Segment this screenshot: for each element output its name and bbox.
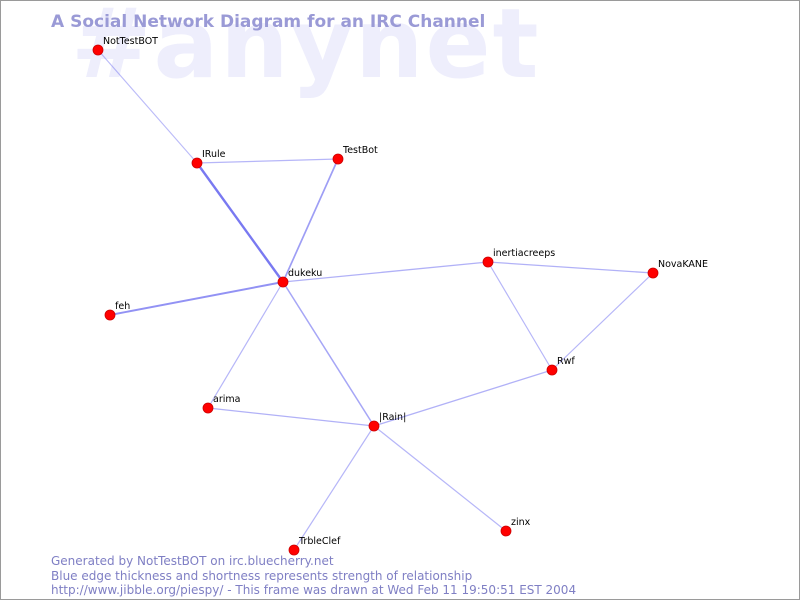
node-NovaKANE: NovaKANE (647, 259, 708, 279)
node-dot (92, 44, 104, 56)
node-label: TestBot (342, 145, 378, 156)
footer-url-line: http://www.jibble.org/piespy/ - This fra… (51, 583, 577, 597)
node-label: Rwf (557, 356, 575, 367)
edge-inertiacreeps-NovaKANE (487, 261, 654, 274)
node-label: arima (213, 394, 240, 405)
footer-legend-line: Blue edge thickness and shortness repres… (51, 568, 473, 583)
edge-arima-Rain (207, 407, 375, 427)
node-label: TrbleClef (298, 536, 341, 547)
node-inertiacreeps: inertiacreeps (482, 248, 555, 268)
edge-Rain-zinx (373, 425, 507, 532)
node-arima: arima (202, 394, 240, 414)
edge-IRule-TestBot (196, 158, 339, 164)
node-dot (277, 276, 289, 288)
footer: Generated by NotTestBOT on irc.bluecherr… (51, 554, 576, 598)
edge-Rain-TrbleClef (293, 425, 375, 551)
node-dot (647, 267, 659, 279)
node-label: IRule (202, 149, 226, 160)
edge-Rwf-Rain (373, 369, 553, 427)
node-label: inertiacreeps (493, 248, 555, 259)
node-label: NotTestBOT (103, 36, 158, 47)
edge-dukeku-Rain (282, 281, 375, 427)
channel-watermark: #anynet (71, 0, 541, 100)
node-zinx: zinx (500, 517, 531, 537)
node-label: zinx (511, 517, 531, 528)
node-dot (104, 309, 116, 321)
edge-layer (97, 49, 654, 551)
edge-IRule-dukeku (196, 162, 284, 283)
edge-inertiacreeps-Rwf (487, 261, 553, 371)
node-TestBot: TestBot (332, 145, 378, 165)
node-layer: NotTestBOT IRule TestBot dukeku feh inertiacr… (92, 36, 708, 556)
node-Rain: |Rain| (368, 412, 406, 432)
footer-generated-line: Generated by NotTestBOT on irc.bluecherr… (51, 554, 334, 568)
node-Rwf: Rwf (546, 356, 575, 376)
node-dukeku: dukeku (277, 268, 322, 288)
node-dot (546, 364, 558, 376)
node-dot (288, 544, 300, 556)
node-label: |Rain| (379, 412, 406, 423)
node-IRule: IRule (191, 149, 226, 169)
edge-dukeku-feh (109, 281, 284, 316)
node-feh: feh (104, 301, 130, 321)
node-dot (500, 525, 512, 537)
edge-NotTestBOT-IRule (97, 49, 198, 164)
diagram-title: A Social Network Diagram for an IRC Chan… (51, 12, 486, 32)
node-label: feh (115, 301, 130, 312)
node-dot (202, 402, 214, 414)
node-dot (482, 256, 494, 268)
node-dot (332, 153, 344, 165)
node-dot (368, 420, 380, 432)
node-label: NovaKANE (658, 259, 708, 270)
node-NotTestBOT: NotTestBOT (92, 36, 158, 56)
edge-NovaKANE-Rwf (551, 272, 654, 371)
node-dot (191, 157, 203, 169)
edge-dukeku-arima (207, 281, 284, 409)
node-TrbleClef: TrbleClef (288, 536, 341, 556)
edge-dukeku-inertiacreeps (282, 261, 489, 283)
node-label: dukeku (288, 268, 322, 279)
edge-TestBot-dukeku (282, 158, 339, 283)
